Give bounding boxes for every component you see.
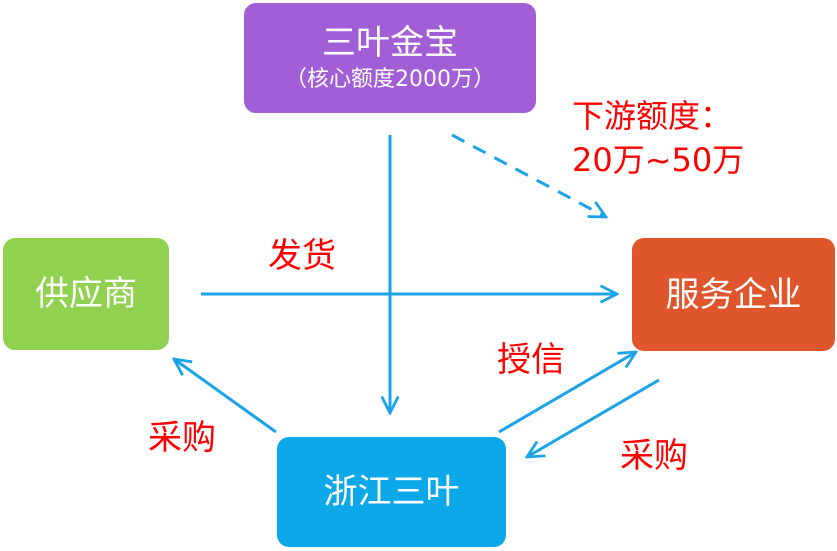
label-credit: 授信 (497, 340, 565, 380)
arrow-credit-bottom-to-right (498, 352, 636, 434)
label-downstream-quota-line2: 20万~50万 (572, 141, 745, 179)
node-sanye-jinbao: 三叶金宝 （核心额度2000万） (244, 3, 536, 113)
label-ship: 发货 (268, 236, 336, 276)
arrow-buy-right-to-bottom (527, 378, 660, 457)
label-downstream-quota-line1: 下游额度： (572, 97, 733, 135)
node-service-enterprise-title: 服务企业 (665, 274, 802, 315)
node-sanye-jinbao-title: 三叶金宝 (322, 23, 458, 63)
node-service-enterprise: 服务企业 (632, 238, 835, 351)
arrow-buy-bottom-to-left (174, 359, 277, 434)
node-zhejiang-sanye-title: 浙江三叶 (323, 472, 460, 512)
label-downstream-quota: 下游额度： 20万~50万 (572, 94, 744, 182)
node-supplier: 供应商 (3, 238, 169, 350)
arrow-dashed-top-to-right (451, 133, 606, 217)
node-sanye-jinbao-subtitle: （核心额度2000万） (285, 67, 495, 92)
label-purchase-left: 采购 (148, 418, 216, 458)
node-supplier-title: 供应商 (35, 274, 137, 314)
node-zhejiang-sanye: 浙江三叶 (277, 437, 506, 547)
label-purchase-right: 采购 (620, 436, 688, 476)
